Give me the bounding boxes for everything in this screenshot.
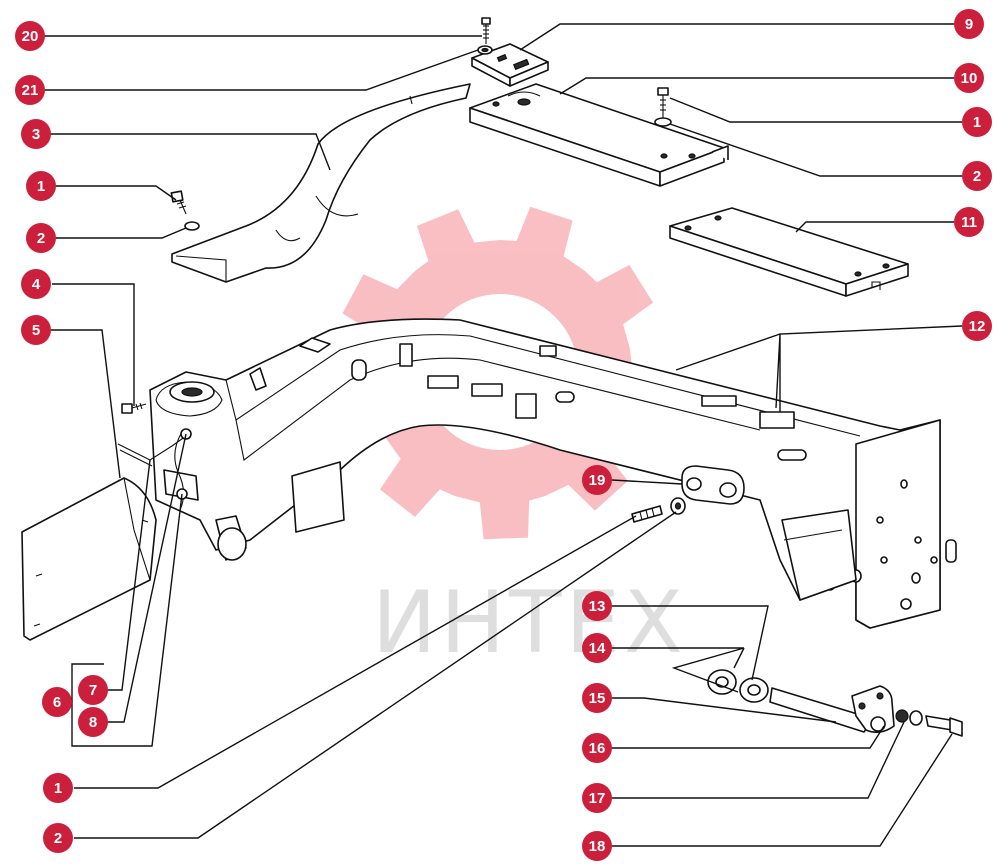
part-link-19 <box>681 465 745 505</box>
svg-text:10: 10 <box>961 70 978 87</box>
bolt-18 <box>925 715 953 731</box>
washer-21 <box>477 45 493 55</box>
leader-4 <box>52 283 135 406</box>
bolt-20 <box>481 17 491 44</box>
leader-2c <box>669 123 962 177</box>
leader-1b <box>74 515 637 789</box>
svg-text:2: 2 <box>37 230 45 247</box>
callout-1-bottom: 1 <box>43 773 73 803</box>
leader-5 <box>50 329 121 479</box>
callout-14: 14 <box>582 633 612 663</box>
svg-text:19: 19 <box>589 472 606 489</box>
leader-2a <box>56 227 187 239</box>
leader-6 <box>71 493 183 747</box>
callout-10: 10 <box>954 63 984 93</box>
part-bracket-10 <box>469 83 729 187</box>
leader-12 <box>675 325 963 412</box>
svg-text:8: 8 <box>89 714 97 731</box>
leader-18 <box>612 733 953 847</box>
bolt-1-lower <box>631 497 686 523</box>
callout-13: 13 <box>582 591 612 621</box>
bolt-1-upper-right <box>654 87 672 127</box>
part-mudflap-5 <box>21 477 157 641</box>
leader-lines <box>42 23 963 847</box>
callout-3: 3 <box>21 119 51 149</box>
svg-text:4: 4 <box>32 276 41 293</box>
part-frame-12 <box>149 318 957 629</box>
callout-2-left: 2 <box>26 223 56 253</box>
leader-17 <box>612 721 905 799</box>
leader-8 <box>108 433 187 723</box>
callout-15: 15 <box>582 683 612 713</box>
leader-2b <box>74 511 677 839</box>
svg-text:15: 15 <box>589 690 606 707</box>
callout-5: 5 <box>21 315 51 345</box>
callout-badges: 20 21 3 1 2 4 5 6 7 8 1 2 9 10 1 2 11 12… <box>15 9 992 861</box>
leader-21 <box>42 49 479 91</box>
callout-2-right: 2 <box>962 161 992 191</box>
svg-text:7: 7 <box>89 682 97 699</box>
bolt-1-left <box>170 190 200 231</box>
svg-text:21: 21 <box>22 82 39 99</box>
callout-12: 12 <box>962 311 992 341</box>
callout-21: 21 <box>15 75 45 105</box>
svg-text:1: 1 <box>54 780 62 797</box>
svg-text:2: 2 <box>973 168 981 185</box>
svg-text:9: 9 <box>965 16 973 33</box>
callout-6: 6 <box>42 687 72 717</box>
svg-text:1: 1 <box>973 114 981 131</box>
callout-11: 11 <box>954 207 984 237</box>
callout-9: 9 <box>954 9 984 39</box>
part-fender-3 <box>171 83 471 283</box>
watermark-text: ИНТЕХ <box>372 573 687 673</box>
leader-9 <box>519 23 954 51</box>
callout-19: 19 <box>582 465 612 495</box>
callout-18: 18 <box>582 831 612 861</box>
callout-4: 4 <box>21 269 51 299</box>
part-linkage-7-8 <box>117 428 199 511</box>
svg-text:17: 17 <box>589 790 606 807</box>
svg-text:11: 11 <box>961 214 977 231</box>
part-pin-assembly <box>707 669 963 737</box>
svg-text:14: 14 <box>589 640 606 657</box>
callout-20: 20 <box>15 21 45 51</box>
part-plate-11 <box>669 207 909 297</box>
leader-19 <box>611 479 683 485</box>
callout-1-left: 1 <box>26 171 56 201</box>
svg-text:18: 18 <box>589 838 606 855</box>
svg-text:2: 2 <box>54 830 62 847</box>
svg-text:12: 12 <box>969 318 986 335</box>
svg-text:1: 1 <box>37 178 45 195</box>
leader-10 <box>559 77 954 95</box>
callout-2-bottom: 2 <box>43 823 73 853</box>
svg-text:6: 6 <box>53 694 61 711</box>
svg-text:13: 13 <box>589 598 606 615</box>
callout-7: 7 <box>78 675 108 705</box>
svg-text:5: 5 <box>32 322 40 339</box>
leader-14 <box>612 647 745 693</box>
callout-16: 16 <box>582 733 612 763</box>
leader-1c <box>669 97 962 123</box>
leader-7 <box>108 459 151 691</box>
nut-17 <box>895 709 909 723</box>
callout-1-right: 1 <box>962 107 992 137</box>
callout-17: 17 <box>582 783 612 813</box>
callout-8: 8 <box>78 707 108 737</box>
svg-text:20: 20 <box>22 28 39 45</box>
leader-1a <box>56 185 177 201</box>
leader-13 <box>612 605 769 681</box>
parts-drawing <box>21 17 963 737</box>
leader-16 <box>612 725 885 749</box>
pin-15 <box>769 687 869 733</box>
bolt-4 <box>121 402 147 414</box>
leader-3 <box>50 133 331 171</box>
svg-text:3: 3 <box>32 126 40 143</box>
leader-11 <box>795 221 954 233</box>
svg-text:16: 16 <box>589 740 606 757</box>
leader-15 <box>612 697 837 723</box>
